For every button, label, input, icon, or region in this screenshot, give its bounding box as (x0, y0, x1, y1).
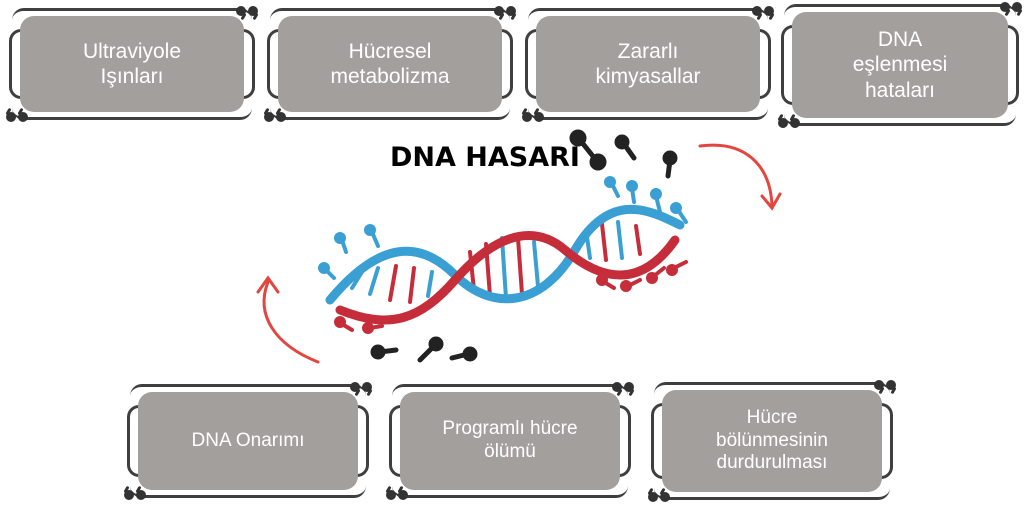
cause-card-chemicals: Zararlı kimyasallar (522, 6, 774, 122)
cause-card-replication: DNA eşlenmesi hataları (778, 2, 1022, 128)
cause-label-chemicals: Zararlı kimyasallar (536, 16, 760, 112)
outcome-label-repair: DNA Onarımı (138, 392, 358, 490)
outcome-card-repair: DNA Onarımı (124, 382, 372, 500)
cause-label-replication: DNA eşlenmesi hataları (792, 12, 1008, 118)
cause-card-metabolism: Hücresel metabolizma (264, 6, 516, 122)
cause-label-uv: Ultraviyole Işınları (20, 16, 244, 112)
cause-label-metabolism: Hücresel metabolizma (278, 16, 502, 112)
center-title: DNA HASARI (390, 142, 580, 173)
cause-card-uv: Ultraviyole Işınları (6, 6, 258, 122)
outcome-label-apoptosis: Programlı hücre ölümü (400, 392, 620, 490)
outcome-label-arrest: Hücre bölünmesinin durdurulması (662, 390, 882, 492)
curved-arrow-icon (256, 143, 782, 364)
outcome-card-apoptosis: Programlı hücre ölümü (386, 382, 634, 500)
outcome-card-arrest: Hücre bölünmesinin durdurulması (648, 380, 896, 502)
